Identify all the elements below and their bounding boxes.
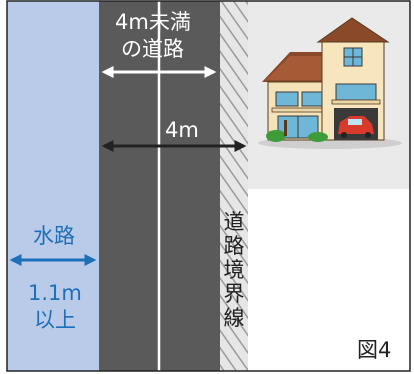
road-boundary-line-label: 道路境界線 [223,210,245,330]
boundary-label-char: 境 [223,258,245,282]
boundary-strip [220,1,248,371]
road-width-label-line2: の道路 [121,37,184,61]
frame [6,0,411,372]
setback-width-label: 4m [165,118,199,142]
waterway-width-line1: 1.1m [28,281,82,305]
figure-number: 図4 [357,338,392,362]
boundary-label-char: 界 [223,282,245,306]
boundary-label-char: 道 [223,210,245,234]
waterway-width-line2: 以上 [34,308,76,332]
waterway-area [7,1,99,371]
boundary-label-char: 路 [223,234,245,258]
road-width-label-line1: 4m未満 [115,10,191,34]
boundary-label-char: 線 [223,306,245,330]
waterway-label: 水路 [33,224,75,248]
house-illustration [258,17,402,149]
